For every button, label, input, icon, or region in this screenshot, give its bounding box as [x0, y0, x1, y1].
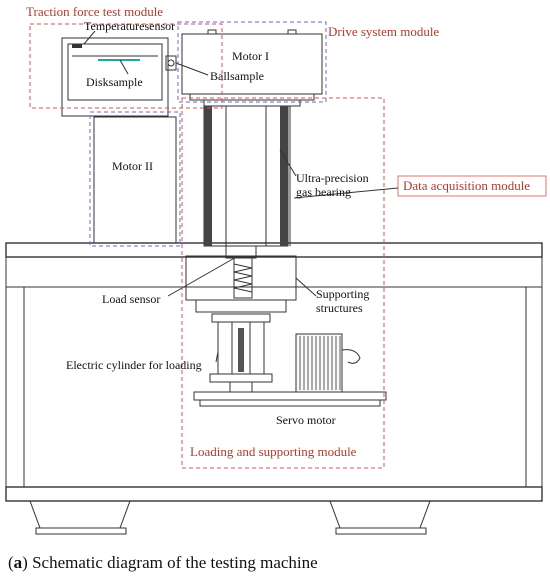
caption-letter: a: [13, 553, 23, 572]
loading-module-label: Loading and supporting module: [190, 444, 357, 459]
machine-frame: [5, 242, 543, 535]
drive-module-outline-lower: [89, 111, 181, 247]
motor-2-label: Motor II: [112, 159, 153, 173]
traction-module-label: Traction force test module: [26, 4, 163, 19]
supporting-label-line2: structures: [316, 301, 363, 315]
ball-sample-icon: [167, 59, 175, 67]
data-acquisition-module-label: Data acquisition module: [403, 178, 530, 193]
loading-module-outline: [181, 97, 385, 469]
module-outlines: [29, 21, 385, 469]
sensor-icon: [72, 44, 82, 48]
supporting-label-line1: Supporting: [316, 287, 369, 301]
servo-motor-label: Servo motor: [276, 413, 336, 427]
temperature-sensor-label: Temperaturesensor: [84, 19, 175, 33]
motor-1: Motor I: [181, 29, 323, 107]
data-acquisition-box: [397, 175, 547, 197]
figure-caption: (a) Schematic diagram of the testing mac…: [8, 553, 318, 572]
motor-1-label: Motor I: [232, 49, 269, 63]
electric-cylinder-label: Electric cylinder for loading: [66, 358, 202, 372]
gas-bearing-column: [203, 105, 297, 247]
drive-module-label: Drive system module: [328, 24, 439, 39]
gas-bearing-label-line2: gas bearing: [296, 185, 351, 199]
ball-sample-label: Ballsample: [210, 69, 264, 83]
load-sensor-label: Load sensor: [102, 292, 160, 306]
disk-sample-label: Disksample: [86, 75, 143, 89]
traction-test-box: [61, 30, 209, 117]
gas-bearing-label-line1: Ultra-precision: [296, 171, 369, 185]
load-sensor-housing: [167, 245, 317, 313]
motor-2: Motor II: [93, 116, 177, 244]
electric-cylinder: [209, 313, 273, 393]
traction-module-outline: [29, 23, 223, 109]
drive-module-outline-upper: [177, 21, 327, 103]
servo-motor: [193, 333, 387, 407]
